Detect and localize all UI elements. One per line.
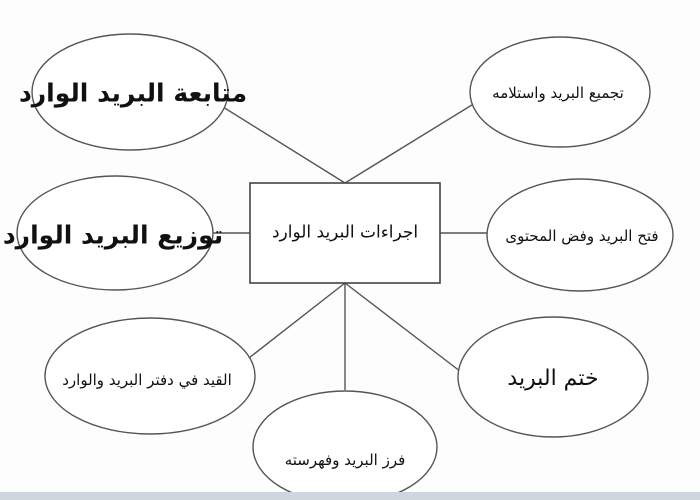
connector-collect [344,99,481,184]
node-stamp-ellipse [457,316,649,438]
bottom-edge-strip [0,492,700,500]
node-collect-ellipse [469,36,651,148]
center-label: اجراءات البريد الوارد [271,222,419,243]
node-sort-ellipse [252,390,438,500]
node-follow-up-label: متابعة البريد الوارد [18,78,248,108]
node-open-ellipse [486,178,674,292]
node-collect-label: تجميع البريد واستلامه [492,83,624,102]
node-distribute-ellipse [16,175,214,291]
center-box [249,182,441,284]
node-register-ellipse [44,317,256,435]
node-follow-up-ellipse [31,33,229,151]
connector-follow-up [214,101,346,184]
node-sort-label: فرز البريد وفهرسته [284,450,406,469]
node-register-label: القيد في دفتر البريد والوارد [62,370,232,389]
connector-register [239,282,346,366]
node-distribute-label: توزيع البريد الوارد [2,220,224,250]
node-open-label: فتح البريد وفض المحتوى [505,226,659,245]
node-stamp-label: ختم البريد [507,365,599,391]
connector-stamp [344,282,466,376]
